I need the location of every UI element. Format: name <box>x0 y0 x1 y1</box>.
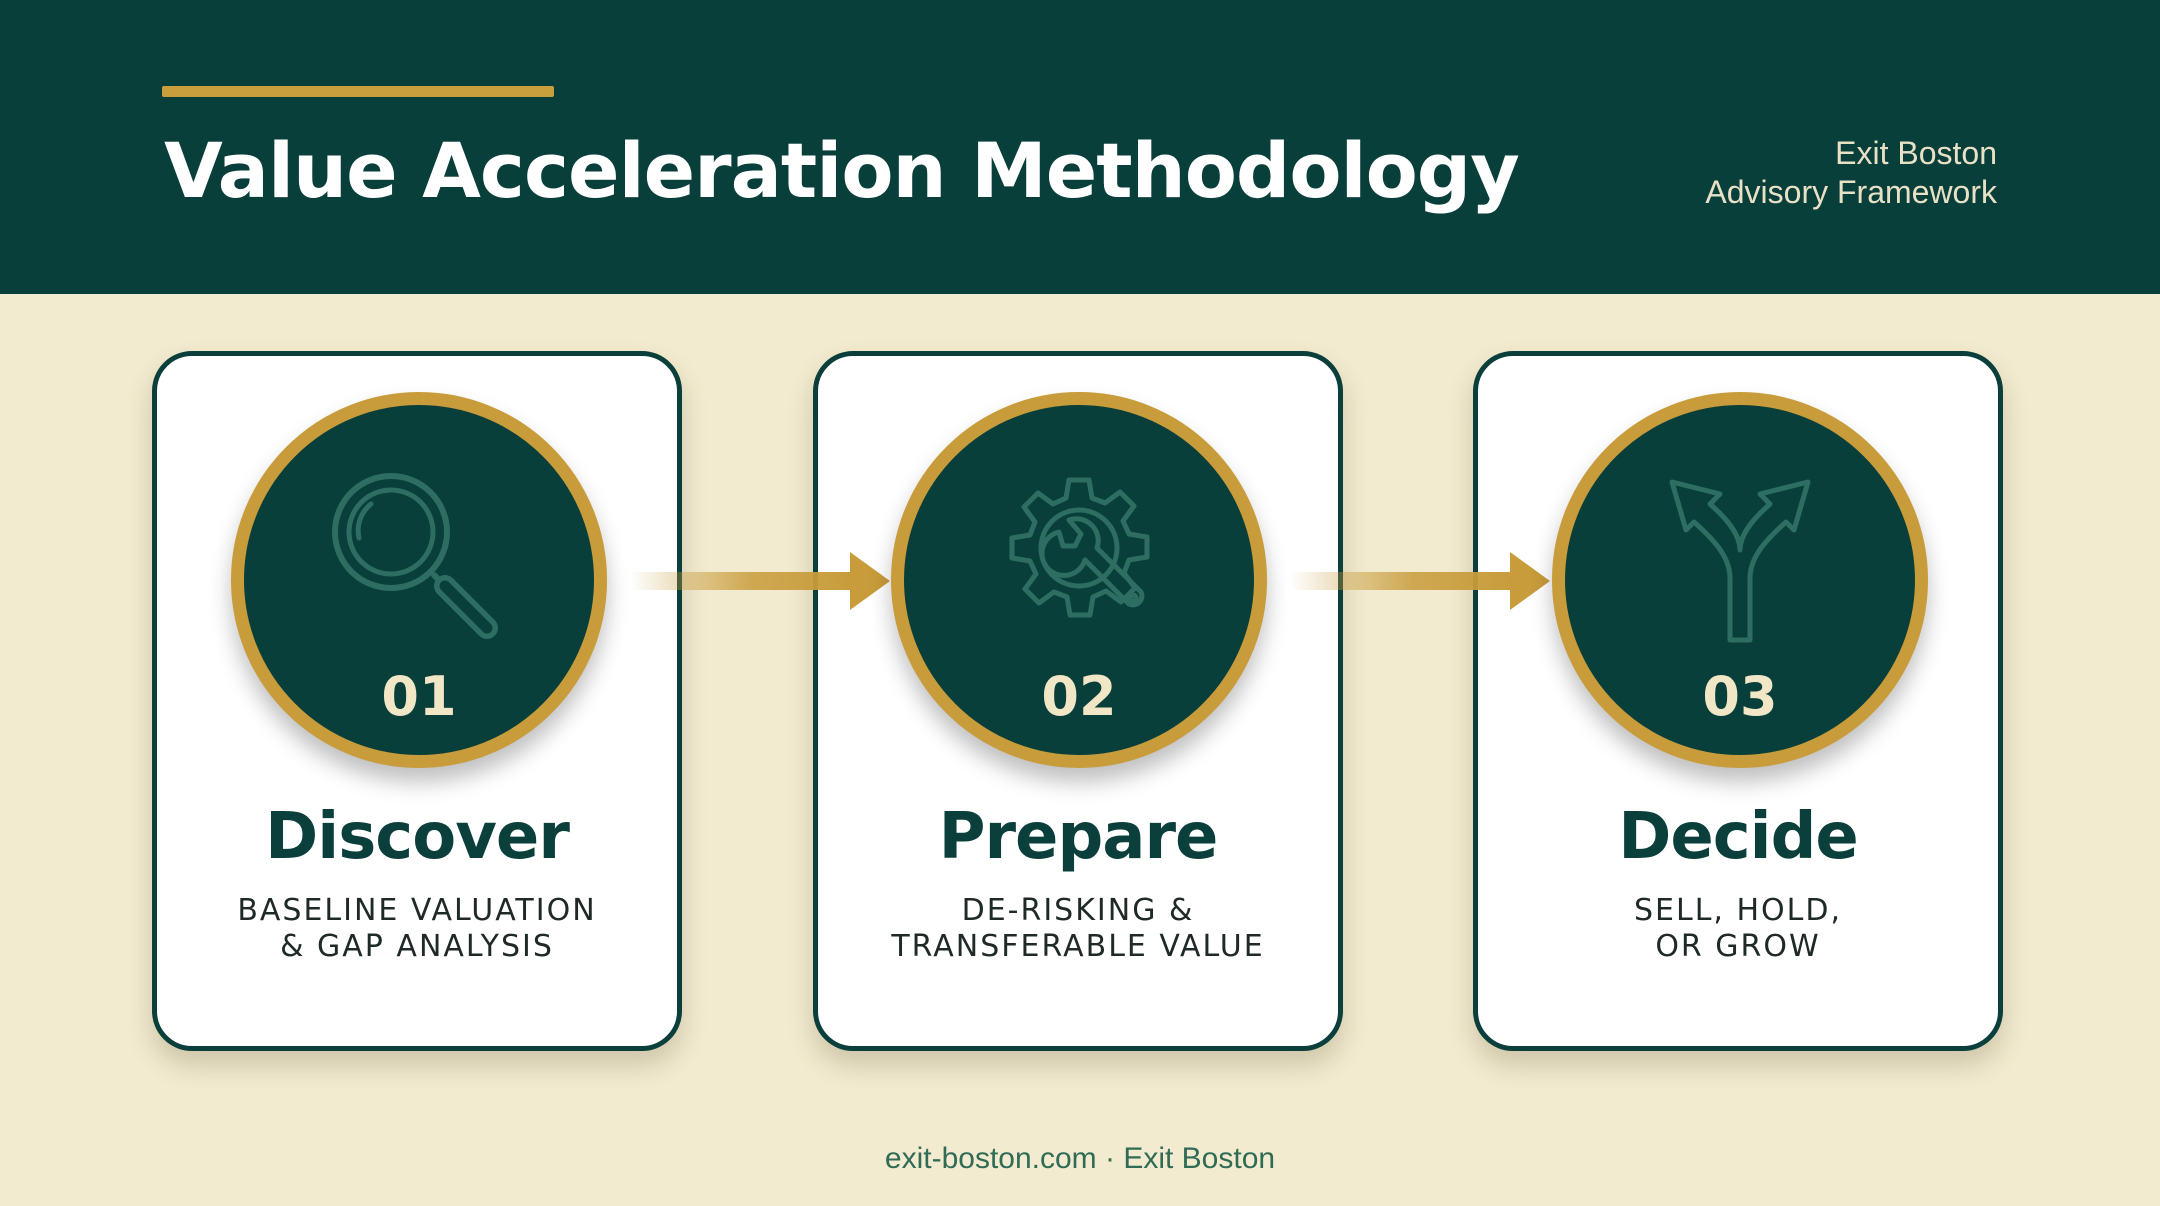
footer-text: exit-boston.com · Exit Boston <box>884 1142 1276 1175</box>
step-title-prepare: Prepare <box>938 800 1219 874</box>
header-band: Value Acceleration Methodology Exit Bost… <box>0 0 2160 294</box>
magnifying-glass-icon <box>332 473 498 639</box>
title-accent-bar <box>162 86 554 97</box>
step-badge-2: 02 <box>891 392 1267 768</box>
step-description-line: SELL, HOLD, <box>1633 893 1843 928</box>
brand-subtitle: Advisory Framework <box>1705 174 1997 210</box>
step-number: 02 <box>1041 665 1117 728</box>
gear-wrench-icon <box>1009 477 1150 618</box>
step-description-line: & GAP ANALYSIS <box>280 929 554 964</box>
step-title-decide: Decide <box>1618 800 1859 874</box>
step-description-prepare: DE-RISKING & TRANSFERABLE VALUE <box>813 893 1343 965</box>
flow-arrow-right-icon <box>630 552 890 610</box>
step-description-line: DE-RISKING & <box>961 893 1195 928</box>
step-badge-3: 03 <box>1552 392 1928 768</box>
step-number: 01 <box>381 665 457 728</box>
step-title-discover: Discover <box>265 800 570 874</box>
fork-arrows-icon <box>1669 479 1811 643</box>
step-description-line: BASELINE VALUATION <box>237 893 597 928</box>
brand-block: Exit Boston Advisory Framework <box>1705 134 1997 212</box>
step-badge-1: 01 <box>231 392 607 768</box>
step-description-discover: BASELINE VALUATION & GAP ANALYSIS <box>152 893 682 965</box>
brand-name: Exit Boston <box>1835 135 1997 171</box>
flow-arrow-right-icon <box>1290 552 1550 610</box>
step-description-line: TRANSFERABLE VALUE <box>891 929 1265 964</box>
step-description-decide: SELL, HOLD, OR GROW <box>1473 893 2003 965</box>
step-description-line: OR GROW <box>1655 929 1821 964</box>
page-title: Value Acceleration Methodology <box>164 126 1520 215</box>
step-number: 03 <box>1702 665 1778 728</box>
